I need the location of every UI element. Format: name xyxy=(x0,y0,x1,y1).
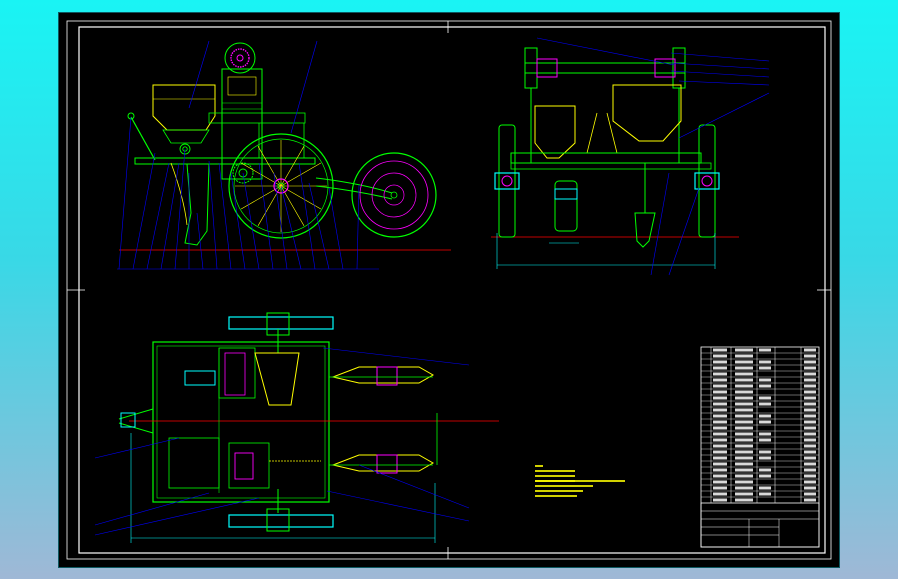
rear-view xyxy=(491,37,770,276)
drawing-sheet xyxy=(59,13,839,567)
seed-hopper xyxy=(152,84,216,131)
rear-drive-wheel xyxy=(554,180,578,232)
drive-sprocket xyxy=(232,162,254,184)
rear-right-hopper xyxy=(612,84,682,142)
handle-bar xyxy=(130,116,156,161)
plan-lower-press-wheel xyxy=(329,454,435,474)
side-view xyxy=(117,40,451,270)
cad-drawing xyxy=(66,20,832,560)
plan-top-wheel xyxy=(228,312,334,353)
hitch xyxy=(118,408,154,434)
fertilizer-box xyxy=(221,68,263,180)
plan-frame xyxy=(152,341,330,503)
main-frame-bar xyxy=(134,157,316,165)
furrow-opener xyxy=(184,163,210,246)
rear-right-wheel xyxy=(694,124,720,238)
title-block xyxy=(700,346,820,548)
rear-left-hopper xyxy=(534,105,576,159)
plan-upper-press-wheel xyxy=(329,366,435,386)
rear-furrow-opener xyxy=(634,212,656,248)
rear-left-wheel xyxy=(494,124,520,238)
technical-notes xyxy=(535,465,625,497)
top-shaft xyxy=(524,62,686,74)
rear-crossbar xyxy=(510,152,702,164)
plan-hopper xyxy=(254,352,300,406)
press-wheel-arm xyxy=(315,177,393,194)
plan-bottom-wheel xyxy=(228,489,334,532)
top-sprocket xyxy=(224,42,256,74)
sheet-frame xyxy=(66,20,832,560)
plan-view xyxy=(94,312,499,543)
press-wheel xyxy=(351,152,437,238)
